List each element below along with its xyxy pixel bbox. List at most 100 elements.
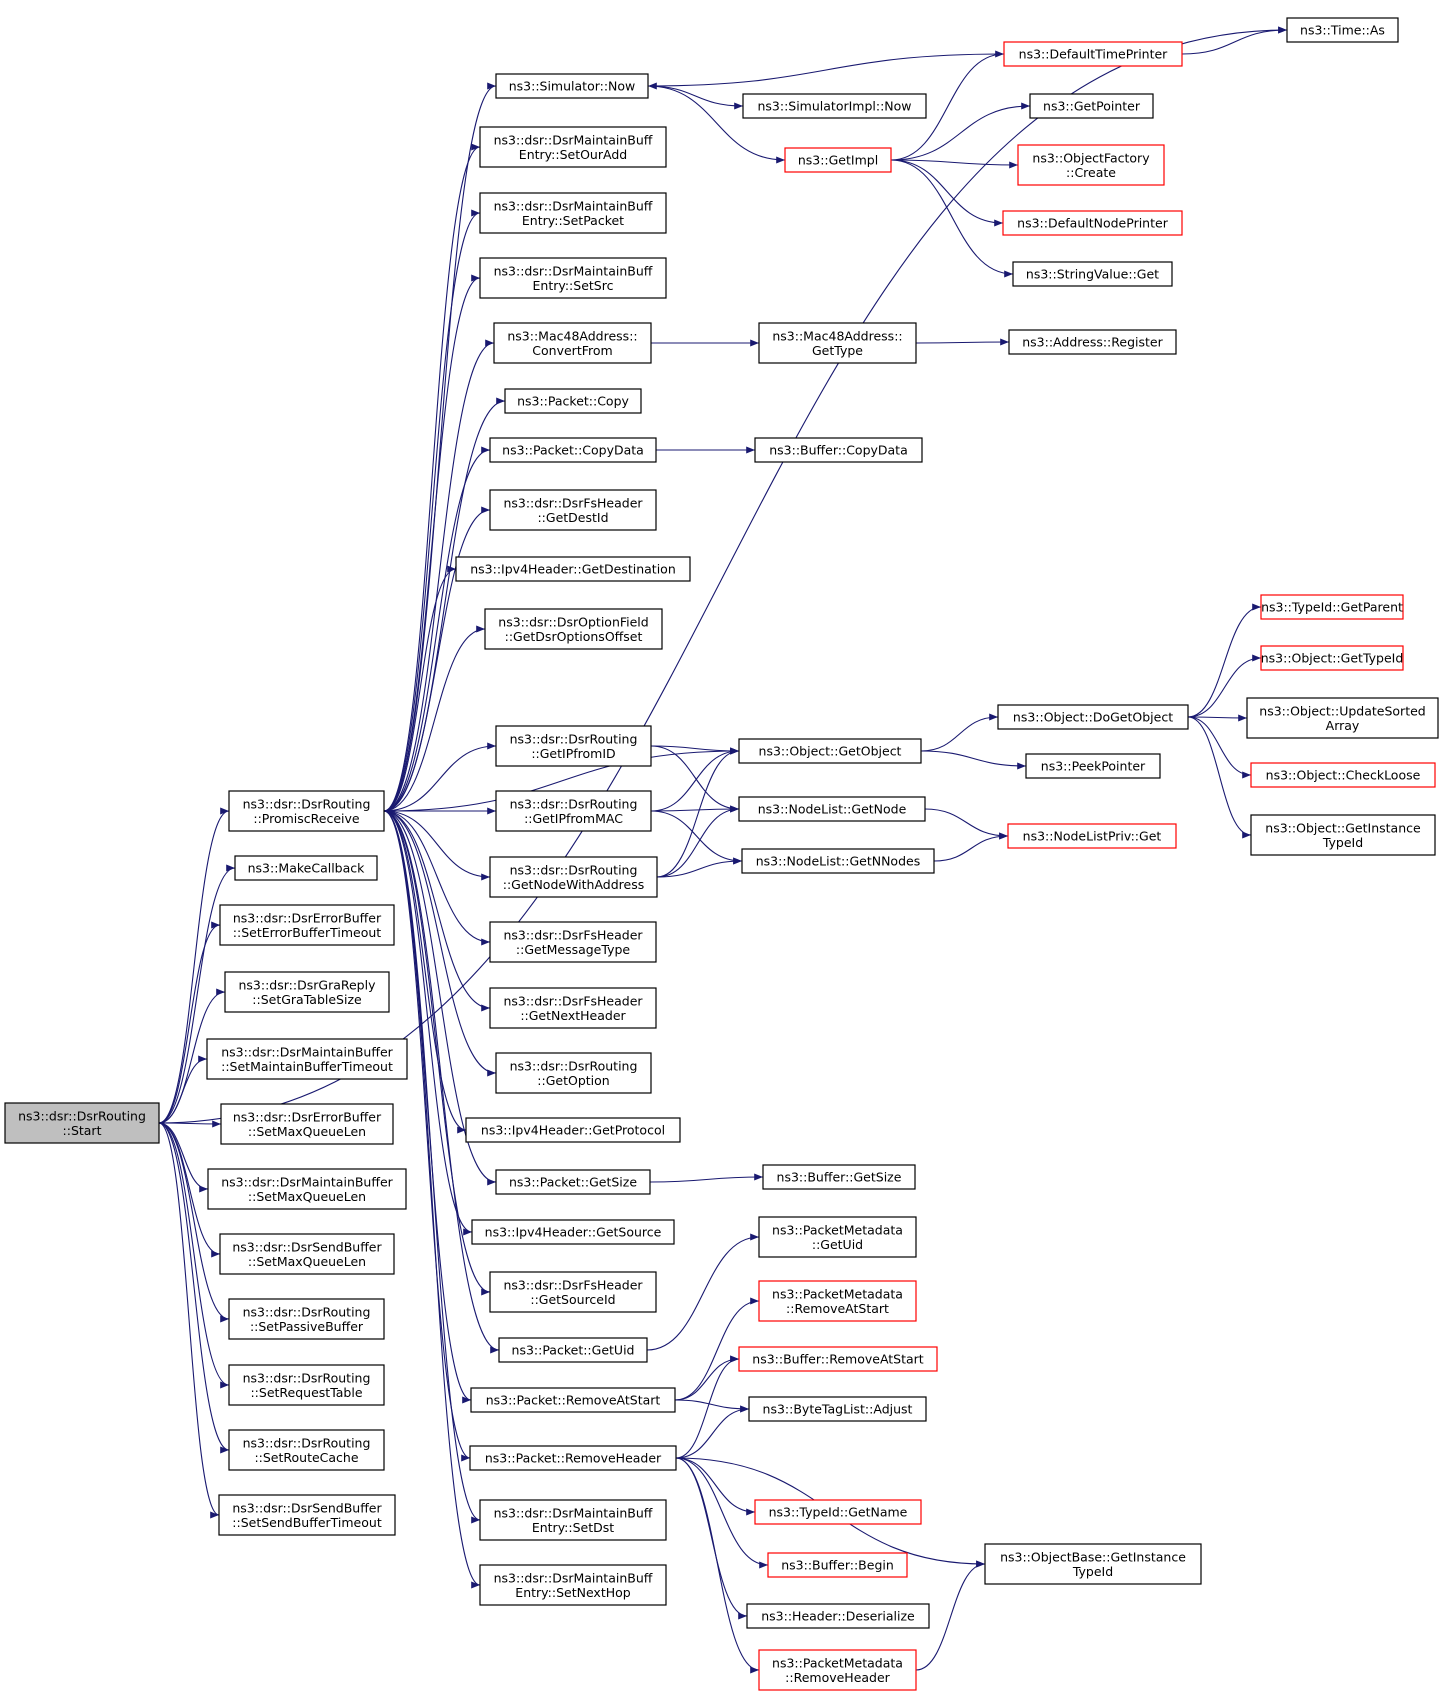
node-setroutecache[interactable]: ns3::dsr::DsrRouting::SetRouteCache: [228, 1429, 385, 1471]
node-box-bufgetsize: [762, 1164, 916, 1190]
node-bufbegin[interactable]: ns3::Buffer::Begin: [767, 1552, 908, 1578]
node-objfactcreate[interactable]: ns3::ObjectFactory::Create: [1017, 144, 1165, 186]
node-box-bufremoveatstart: [738, 1346, 938, 1372]
node-nodelistgetnode[interactable]: ns3::NodeList::GetNode: [738, 796, 926, 822]
node-pktgetsize[interactable]: ns3::Packet::GetSize: [495, 1169, 651, 1195]
node-fsgetnexthdr[interactable]: ns3::dsr::DsrFsHeader::GetNextHeader: [489, 987, 657, 1029]
node-label-pktremoveatstart-0: ns3::Packet::RemoveAtStart: [486, 1393, 661, 1408]
node-pmgetuid[interactable]: ns3::PacketMetadata::GetUid: [758, 1216, 917, 1258]
node-objcheckloose[interactable]: ns3::Object::CheckLoose: [1250, 762, 1436, 788]
node-box-objfactcreate: [1017, 144, 1165, 186]
node-setnexthop[interactable]: ns3::dsr::DsrMaintainBuffEntry::SetNextH…: [479, 1564, 667, 1606]
node-objgettypeid[interactable]: ns3::Object::GetTypeId: [1260, 645, 1404, 671]
node-label-setreqtable-0: ns3::dsr::DsrRouting: [243, 1370, 371, 1385]
node-setouradd[interactable]: ns3::dsr::DsrMaintainBuffEntry::SetOurAd…: [479, 126, 667, 168]
node-getimpl[interactable]: ns3::GetImpl: [784, 147, 892, 173]
node-pmremoveatstart[interactable]: ns3::PacketMetadata::RemoveAtStart: [758, 1280, 917, 1322]
node-errmaxq[interactable]: ns3::dsr::DsrErrorBuffer::SetMaxQueueLen: [220, 1103, 394, 1145]
node-label-simnow-0: ns3::Simulator::Now: [509, 79, 636, 94]
node-fsgetdestid[interactable]: ns3::dsr::DsrFsHeader::GetDestId: [489, 489, 657, 531]
node-optfield[interactable]: ns3::dsr::DsrOptionField::GetDsrOptionsO…: [484, 608, 663, 650]
node-label-makecb-0: ns3::MakeCallback: [248, 861, 366, 876]
node-peekpointer[interactable]: ns3::PeekPointer: [1025, 753, 1161, 779]
node-objdogetobject[interactable]: ns3::Object::DoGetObject: [997, 704, 1189, 730]
node-pktremovehdr[interactable]: ns3::Packet::RemoveHeader: [469, 1445, 677, 1471]
node-label-maintmaxq-1: ::SetMaxQueueLen: [248, 1189, 366, 1204]
node-label-fsgetsrcid-1: ::GetSourceId: [530, 1292, 615, 1307]
node-setpacket[interactable]: ns3::dsr::DsrMaintainBuffEntry::SetPacke…: [479, 192, 667, 234]
node-label-defnodeprinter-0: ns3::DefaultNodePrinter: [1017, 216, 1169, 231]
node-box-objbasegetinst: [984, 1543, 1202, 1585]
node-simimplnow[interactable]: ns3::SimulatorImpl::Now: [742, 93, 927, 119]
node-getipfrommac[interactable]: ns3::dsr::DsrRouting::GetIPfromMAC: [495, 790, 652, 832]
node-getnodewithaddr[interactable]: ns3::dsr::DsrRouting::GetNodeWithAddress: [489, 856, 658, 898]
node-btladjust[interactable]: ns3::ByteTagList::Adjust: [748, 1396, 927, 1422]
node-pktremoveatstart[interactable]: ns3::Packet::RemoveAtStart: [470, 1387, 676, 1413]
node-pktgetuid[interactable]: ns3::Packet::GetUid: [498, 1337, 648, 1363]
node-label-strvalget-0: ns3::StringValue::Get: [1026, 267, 1159, 282]
node-fsgetmsgtype[interactable]: ns3::dsr::DsrFsHeader::GetMessageType: [489, 921, 657, 963]
node-simnow[interactable]: ns3::Simulator::Now: [495, 73, 649, 99]
node-sendmaxq[interactable]: ns3::dsr::DsrSendBuffer::SetMaxQueueLen: [219, 1233, 395, 1275]
node-getipfromid[interactable]: ns3::dsr::DsrRouting::GetIPfromID: [495, 725, 652, 767]
node-objgetobject[interactable]: ns3::Object::GetObject: [738, 738, 922, 764]
edge-promisc-to-pktremovehdr: [383, 810, 471, 1462]
nodes-layer: ns3::dsr::DsrRouting::Startns3::dsr::Dsr…: [4, 17, 1439, 1691]
node-makecb[interactable]: ns3::MakeCallback: [234, 855, 378, 881]
node-pmremovehdr[interactable]: ns3::PacketMetadata::RemoveHeader: [758, 1649, 917, 1691]
node-typeidgetparent[interactable]: ns3::TypeId::GetParent: [1260, 594, 1404, 620]
node-typeidgetname[interactable]: ns3::TypeId::GetName: [754, 1499, 922, 1525]
node-label-bufbegin-0: ns3::Buffer::Begin: [781, 1558, 894, 1573]
node-mac48gettype[interactable]: ns3::Mac48Address::GetType: [758, 322, 917, 364]
node-ipv4getsrc[interactable]: ns3::Ipv4Header::GetSource: [471, 1219, 675, 1245]
node-setreqtable[interactable]: ns3::dsr::DsrRouting::SetRequestTable: [228, 1364, 385, 1406]
node-setsendbuftimeout[interactable]: ns3::dsr::DsrSendBuffer::SetSendBufferTi…: [218, 1494, 396, 1536]
node-seterrbuftimeout[interactable]: ns3::dsr::DsrErrorBuffer::SetErrorBuffer…: [219, 904, 395, 946]
node-ipv4getproto[interactable]: ns3::Ipv4Header::GetProtocol: [465, 1117, 681, 1143]
node-box-objcheckloose: [1250, 762, 1436, 788]
node-bufgetsize[interactable]: ns3::Buffer::GetSize: [762, 1164, 916, 1190]
node-start[interactable]: ns3::dsr::DsrRouting::Start: [4, 1102, 160, 1144]
edge-deftimeprinter-to-timeas: [1181, 26, 1288, 55]
node-strvalget[interactable]: ns3::StringValue::Get: [1012, 261, 1173, 287]
node-routinggetoption[interactable]: ns3::dsr::DsrRouting::GetOption: [495, 1052, 652, 1094]
node-timeas[interactable]: ns3::Time::As: [1286, 17, 1399, 43]
node-box-getpointer: [1029, 93, 1154, 119]
node-hdrdeserialize[interactable]: ns3::Header::Deserialize: [746, 1603, 930, 1629]
node-bufremoveatstart[interactable]: ns3::Buffer::RemoveAtStart: [738, 1346, 938, 1372]
node-setmaintbuftimeout[interactable]: ns3::dsr::DsrMaintainBuffer::SetMaintain…: [206, 1038, 408, 1080]
node-defnodeprinter[interactable]: ns3::DefaultNodePrinter: [1002, 210, 1183, 236]
node-box-getnodewithaddr: [489, 856, 658, 898]
node-maintmaxq[interactable]: ns3::dsr::DsrMaintainBuffer::SetMaxQueue…: [207, 1168, 407, 1210]
node-box-bufcopydata: [754, 437, 923, 463]
node-box-seterrbuftimeout: [219, 904, 395, 946]
node-nodelistgetnnodes[interactable]: ns3::NodeList::GetNNodes: [741, 848, 935, 874]
edge-pktgetuid-to-pmgetuid: [646, 1233, 760, 1351]
node-pktcopydata[interactable]: ns3::Packet::CopyData: [489, 437, 657, 463]
node-addrregister[interactable]: ns3::Address::Register: [1008, 329, 1177, 355]
node-label-setnexthop-1: Entry::SetNextHop: [515, 1585, 630, 1600]
node-label-setsendbuftimeout-1: ::SetSendBufferTimeout: [232, 1515, 382, 1530]
node-box-pktcopydata: [489, 437, 657, 463]
node-label-setouradd-1: Entry::SetOurAdd: [519, 147, 627, 162]
node-promisc[interactable]: ns3::dsr::DsrRouting::PromiscReceive: [228, 790, 385, 832]
node-bufcopydata[interactable]: ns3::Buffer::CopyData: [754, 437, 923, 463]
node-nodelistprivget[interactable]: ns3::NodeListPriv::Get: [1007, 823, 1177, 849]
edge-promisc-to-ipv4getproto: [383, 810, 467, 1134]
node-label-setmaintbuftimeout-1: ::SetMaintainBufferTimeout: [221, 1059, 393, 1074]
node-getpointer[interactable]: ns3::GetPointer: [1029, 93, 1154, 119]
edge-getnodewithaddr-to-objgetobject: [656, 747, 740, 878]
node-ipv4getdest[interactable]: ns3::Ipv4Header::GetDestination: [455, 556, 691, 582]
node-setpassive[interactable]: ns3::dsr::DsrRouting::SetPassiveBuffer: [228, 1298, 385, 1340]
node-fsgetsrcid[interactable]: ns3::dsr::DsrFsHeader::GetSourceId: [489, 1271, 657, 1313]
node-pktcopy[interactable]: ns3::Packet::Copy: [504, 388, 642, 414]
node-setgratable[interactable]: ns3::dsr::DsrGraReply::SetGraTableSize: [224, 971, 390, 1013]
node-deftimeprinter[interactable]: ns3::DefaultTimePrinter: [1003, 41, 1183, 67]
node-mac48conv[interactable]: ns3::Mac48Address::ConvertFrom: [493, 322, 652, 364]
edge-pktremovehdr-to-pmremovehdr: [675, 1457, 760, 1674]
